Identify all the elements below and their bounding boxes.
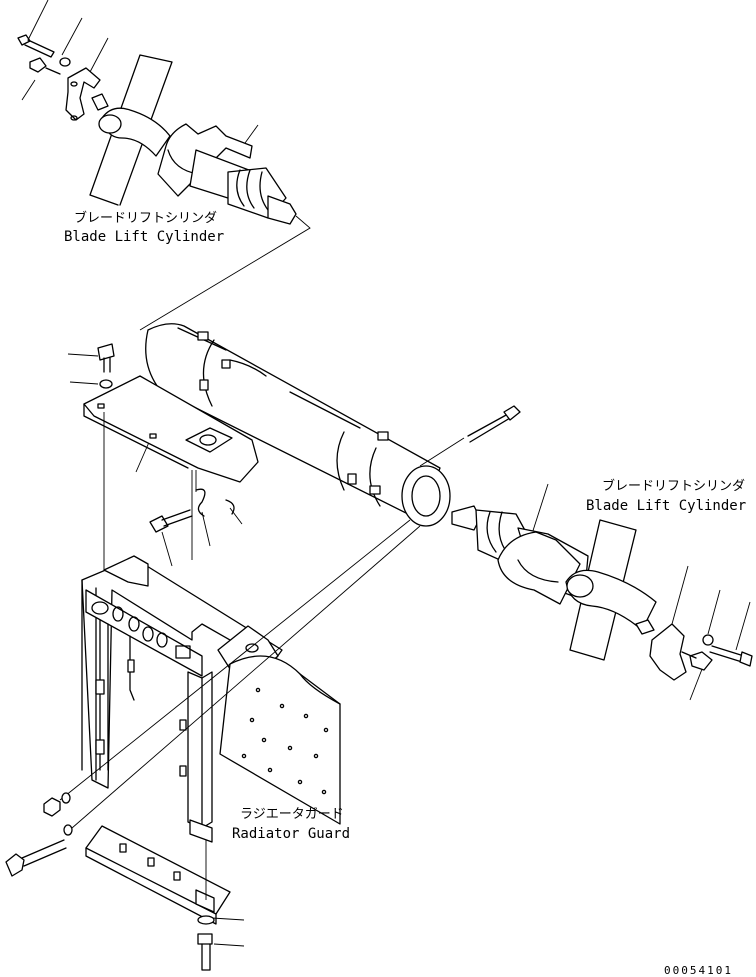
top-cylinder-assembly: [17, 0, 297, 225]
bottom-channel-bracket: [85, 825, 231, 925]
tie-line-2: [71, 525, 421, 829]
grease-fitting-top: [29, 57, 61, 75]
pin-right: [635, 619, 655, 635]
bolt-right: [709, 645, 753, 667]
bolt-top: [17, 34, 55, 58]
frame-shaft-top: [89, 54, 173, 206]
radiator-guard-frame: [81, 555, 283, 843]
label-guard-jp: ラジエータガード: [240, 807, 344, 822]
main-cross-tube: [145, 323, 521, 527]
bottom-bolt: [197, 915, 245, 971]
bottom-left-fasteners: [5, 792, 73, 877]
label-cyl-right-en: Blade Lift Cylinder: [586, 498, 746, 514]
grease-fitting-right: [681, 651, 713, 671]
bearing-cap-top: [65, 67, 101, 121]
label-cyl-top-en: Blade Lift Cylinder: [64, 229, 224, 245]
pin-top: [91, 93, 109, 111]
label-cyl-top-jp: ブレードリフトシリンダ: [74, 210, 217, 226]
drawing-code: 00054101: [664, 964, 733, 977]
tie-line-1: [59, 519, 411, 801]
cylinder-clamp-right: [497, 531, 581, 605]
cylinder-rod-top: [189, 149, 297, 225]
washer-right: [702, 634, 714, 646]
radiator-guard-plate: [219, 655, 341, 825]
washer-top: [59, 57, 71, 67]
bolt-bracket: [97, 343, 115, 361]
bracket-plate: [67, 343, 259, 483]
trunnion-ball-top: [98, 107, 171, 157]
connection-line-top: [139, 215, 311, 331]
label-guard-en: Radiator Guard: [232, 826, 350, 842]
bracket-fasteners: [149, 470, 243, 567]
washer-bracket: [99, 379, 113, 389]
label-cyl-right-jp: ブレードリフトシリンダ: [602, 478, 745, 494]
right-cylinder-assembly: [451, 483, 753, 701]
bearing-cap-right: [649, 623, 687, 681]
trunnion-ball-right: [565, 569, 657, 631]
frame-shaft-right: [569, 519, 637, 661]
